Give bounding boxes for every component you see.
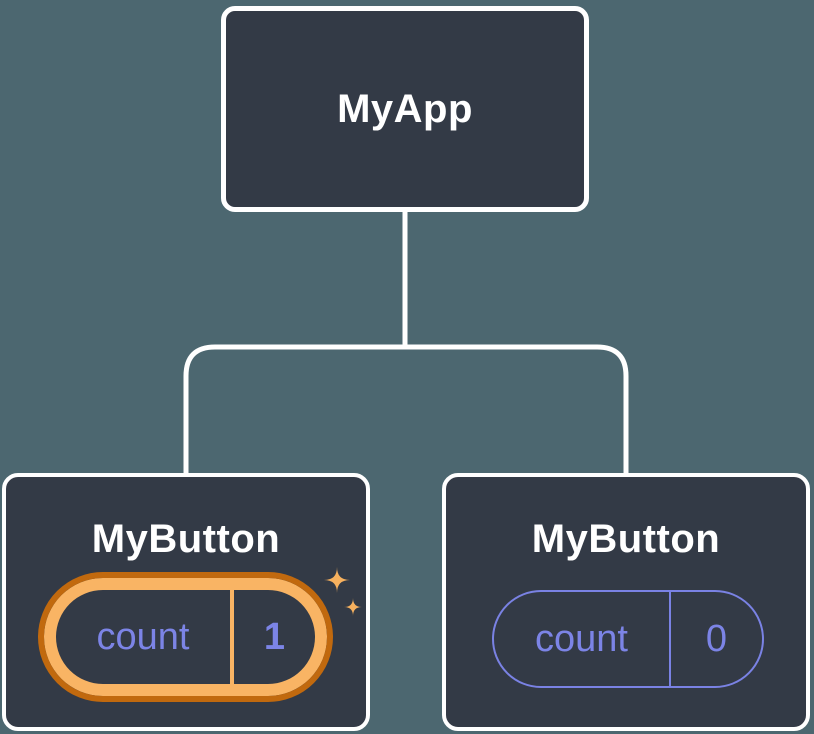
state-value: 0 — [705, 617, 728, 660]
node-mybutton-highlighted: MyButton count 1 — [2, 473, 370, 731]
node-mybutton-label: MyButton — [531, 517, 721, 561]
state-key: count — [535, 617, 628, 660]
state-pill-idle: count 0 — [492, 590, 764, 688]
node-mybutton-label: MyButton — [91, 517, 281, 561]
node-myapp: MyApp — [221, 6, 589, 212]
state-pill-highlighted: count 1 — [38, 572, 333, 702]
pill-divider — [669, 592, 671, 686]
state-key: count — [96, 615, 190, 658]
node-mybutton-idle: MyButton count 0 — [442, 473, 810, 731]
connector-branch — [183, 344, 629, 477]
node-myapp-label: MyApp — [337, 86, 473, 131]
pill-divider — [230, 578, 234, 696]
sparkle-large — [324, 567, 350, 593]
state-value: 1 — [263, 615, 286, 658]
sparkle-small — [344, 598, 362, 616]
